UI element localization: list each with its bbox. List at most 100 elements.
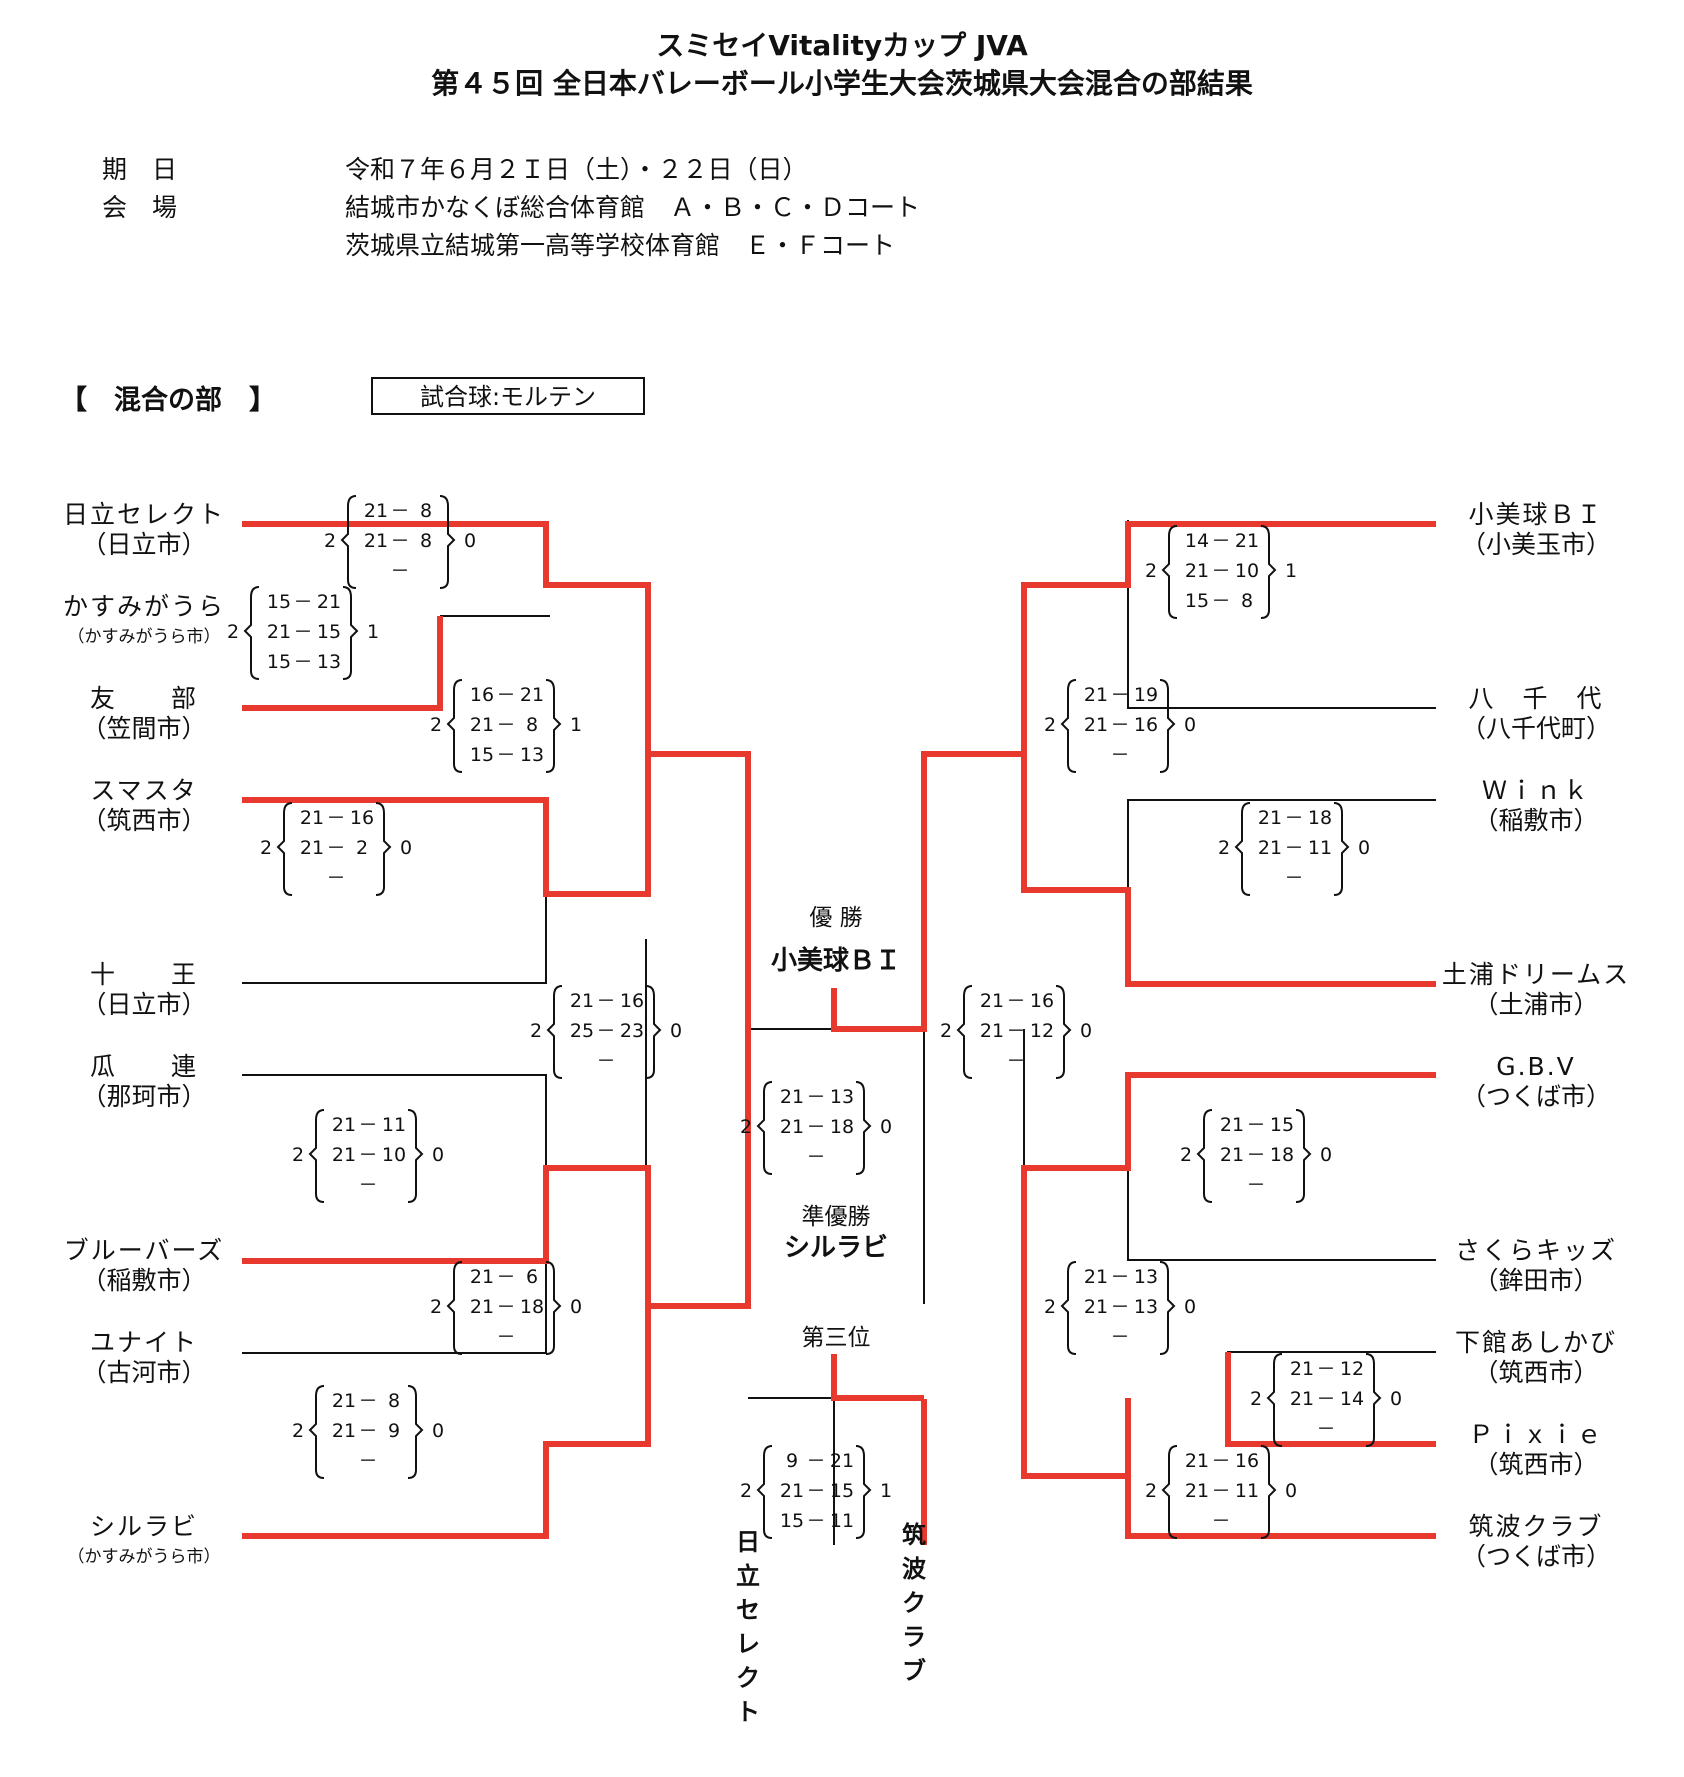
set-score-b: 21 xyxy=(830,1450,854,1472)
set-dash: － xyxy=(806,1146,825,1168)
team-name: 小美球ＢＩ xyxy=(1468,500,1604,529)
set-score-b: 15 xyxy=(1270,1114,1294,1136)
right-brace xyxy=(1055,985,1072,1079)
set-score-a: 15 xyxy=(267,591,291,613)
sets-won-right: 0 xyxy=(432,1144,444,1166)
sets-won-right: 0 xyxy=(1358,837,1370,859)
set-score-a: 21 xyxy=(267,621,291,643)
set-score-a: 21 xyxy=(1185,1480,1209,1502)
set-dash: － xyxy=(806,1116,825,1138)
team-name: ユナイト xyxy=(89,1328,198,1357)
set-score-b: 8 xyxy=(526,714,538,736)
right-brace xyxy=(407,1385,424,1479)
team-city: （日立市） xyxy=(81,990,207,1019)
team-city: （筑西市） xyxy=(1473,1450,1599,1479)
winner-line-4 xyxy=(242,1029,751,1309)
winner-line-third xyxy=(831,1354,924,1401)
set-score-b: 13 xyxy=(830,1086,854,1108)
team-left-7: ブルーバーズ（稲敷市） xyxy=(44,1236,244,1296)
bracket-line-9 xyxy=(1127,1168,1436,1261)
left-brace xyxy=(1266,1353,1283,1447)
sets-won-left: 2 xyxy=(1044,714,1056,736)
team-name: ブルーバーズ xyxy=(63,1236,225,1265)
set-score-b: 21 xyxy=(317,591,341,613)
team-name: 下館あしかび xyxy=(1454,1328,1617,1357)
set-score-b: 6 xyxy=(526,1266,538,1288)
set-score-b: 2 xyxy=(356,837,368,859)
bracket-line-3 xyxy=(242,1074,547,1168)
set-dash: － xyxy=(1246,1174,1265,1196)
team-name: G.B.V xyxy=(1496,1052,1576,1081)
left-brace xyxy=(308,1385,325,1479)
set-score-b: 8 xyxy=(420,500,432,522)
team-left-5: 十 王（日立市） xyxy=(44,960,244,1020)
right-brace xyxy=(855,1445,872,1539)
set-score-a: 21 xyxy=(1185,1450,1209,1472)
set-dash: － xyxy=(806,1480,825,1502)
set-score-a: 21 xyxy=(332,1144,356,1166)
set-dash: － xyxy=(496,714,515,736)
team-city: （稲敷市） xyxy=(81,1266,207,1295)
sets-won-right: 0 xyxy=(880,1116,892,1138)
set-score-b: 18 xyxy=(1308,807,1332,829)
team-city: （つくば市） xyxy=(1460,1082,1611,1111)
sets-won-right: 0 xyxy=(1184,714,1196,736)
set-dash: － xyxy=(596,1050,615,1072)
left-brace xyxy=(276,802,293,896)
right-brace xyxy=(1295,1109,1312,1203)
left-brace xyxy=(308,1109,325,1203)
team-name: 日立セレクト xyxy=(62,500,225,529)
sets-won-left: 2 xyxy=(1218,837,1230,859)
team-name: 十 王 xyxy=(89,960,198,989)
set-score-a: 21 xyxy=(470,1266,494,1288)
set-score-a: 21 xyxy=(332,1420,356,1442)
team-city: （古河市） xyxy=(81,1358,207,1387)
set-dash: － xyxy=(1316,1358,1335,1380)
set-dash: － xyxy=(1110,1296,1129,1318)
set-score-b: 11 xyxy=(830,1510,854,1532)
set-dash: － xyxy=(358,1420,377,1442)
team-left-9: シルラビ（かすみがうら市） xyxy=(44,1512,244,1572)
set-score-b: 16 xyxy=(1030,990,1054,1012)
set-score-b: 15 xyxy=(317,621,341,643)
team-right-4: 土浦ドリームス（土浦市） xyxy=(1436,960,1636,1020)
set-dash: － xyxy=(806,1510,825,1532)
team-city: （鉾田市） xyxy=(1473,1266,1599,1295)
set-score-b: 21 xyxy=(1235,530,1259,552)
set-dash: － xyxy=(1110,714,1129,736)
sets-won-left: 2 xyxy=(430,714,442,736)
set-score-a: 21 xyxy=(1290,1388,1314,1410)
set-score-b: 11 xyxy=(1308,837,1332,859)
set-score-b: 14 xyxy=(1340,1388,1364,1410)
set-dash: － xyxy=(1110,1266,1129,1288)
set-dash: － xyxy=(496,1296,515,1318)
team-right-2: 八 千 代（八千代町） xyxy=(1436,684,1636,744)
left-brace xyxy=(243,586,260,680)
set-score-a: 21 xyxy=(570,990,594,1012)
team-name: Ｗｉｎｋ xyxy=(1481,776,1590,805)
sets-won-left: 2 xyxy=(940,1020,952,1042)
team-right-1: 小美球ＢＩ（小美玉市） xyxy=(1436,500,1636,560)
set-score-a: 21 xyxy=(980,990,1004,1012)
set-score-b: 18 xyxy=(1270,1144,1294,1166)
set-dash: － xyxy=(496,744,515,766)
sets-won-left: 2 xyxy=(430,1296,442,1318)
winner-line-9 xyxy=(1125,1398,1436,1539)
team-name: スマスタ xyxy=(90,776,198,805)
sets-won-left: 2 xyxy=(1250,1388,1262,1410)
team-city: （那珂市） xyxy=(81,1082,207,1111)
team-city: （笠間市） xyxy=(81,714,207,743)
team-left-1: 日立セレクト（日立市） xyxy=(44,500,244,560)
set-dash: － xyxy=(1006,990,1025,1012)
set-score-b: 18 xyxy=(830,1116,854,1138)
sets-won-right: 1 xyxy=(1285,560,1297,582)
